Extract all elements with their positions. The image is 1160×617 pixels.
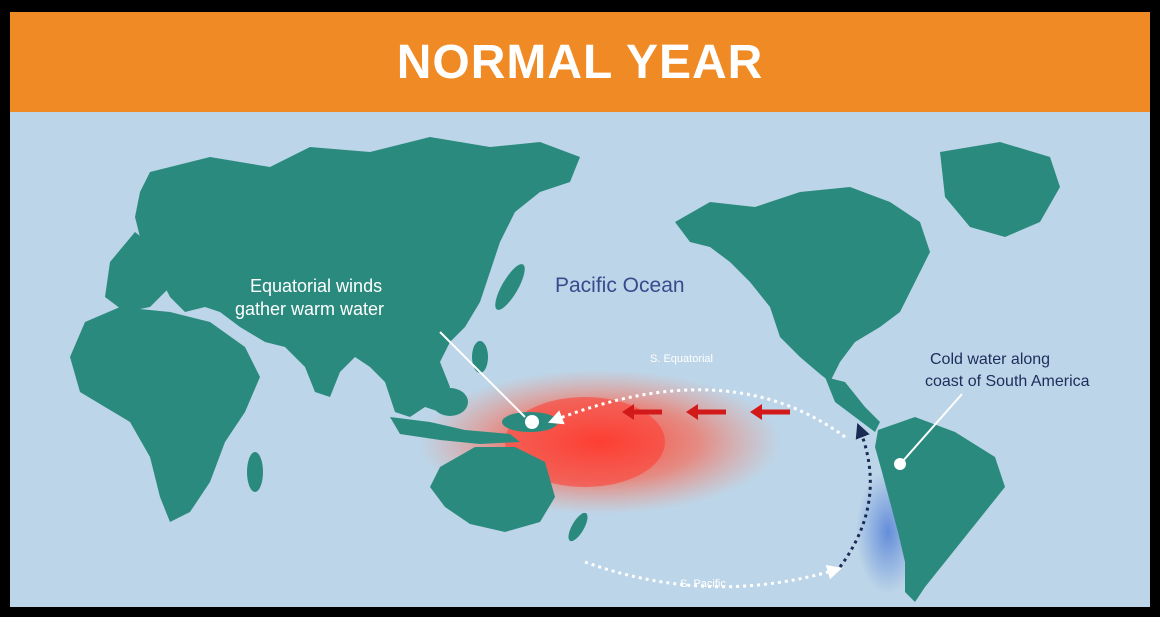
title: NORMAL YEAR: [396, 35, 764, 89]
central-america-landmass: [825, 377, 880, 432]
europe-landmass: [105, 232, 170, 312]
upwelling-current-arrow: [838, 423, 872, 568]
madagascar-landmass: [247, 452, 263, 492]
wind-arrow: [686, 404, 726, 420]
pacific-ocean-label: Pacific Ocean: [555, 274, 685, 297]
warm-water-label-line2: gather warm water: [235, 299, 384, 319]
map-frame: NORMAL YEAR: [10, 12, 1150, 607]
cold-water-label-line1: Cold water along: [930, 351, 1050, 368]
philippines-landmass: [472, 341, 488, 373]
africa-landmass: [70, 307, 260, 522]
wind-arrow: [750, 404, 790, 420]
cold-water-pointer-line: [901, 393, 963, 463]
s-pacific-current-arrow: [584, 560, 843, 589]
s-equatorial-current-arrow: [548, 388, 846, 439]
eurasia-landmass: [135, 137, 580, 417]
s-equatorial-label: S. Equatorial: [650, 353, 713, 365]
warm-water-pin: [525, 415, 539, 429]
world-map: Pacific Ocean Equatorial winds gather wa…: [10, 112, 1150, 607]
borneo-landmass: [432, 388, 468, 416]
south-america-landmass: [875, 417, 1005, 602]
japan-landmass: [495, 264, 525, 310]
cold-water-label-line2: coast of South America: [925, 373, 1090, 390]
cold-water-pin: [894, 458, 906, 470]
warm-water-pointer-line: [439, 331, 526, 418]
title-banner: NORMAL YEAR: [10, 12, 1150, 112]
warm-water-label-line1: Equatorial winds: [250, 276, 382, 296]
australia-landmass: [430, 447, 555, 532]
indonesia-landmass: [390, 417, 520, 444]
wind-arrow: [622, 404, 662, 420]
greenland-landmass: [940, 142, 1060, 237]
s-pacific-label: S. Pacific: [680, 578, 726, 590]
new-zealand-landmass: [568, 512, 588, 542]
north-america-landmass: [675, 187, 930, 382]
